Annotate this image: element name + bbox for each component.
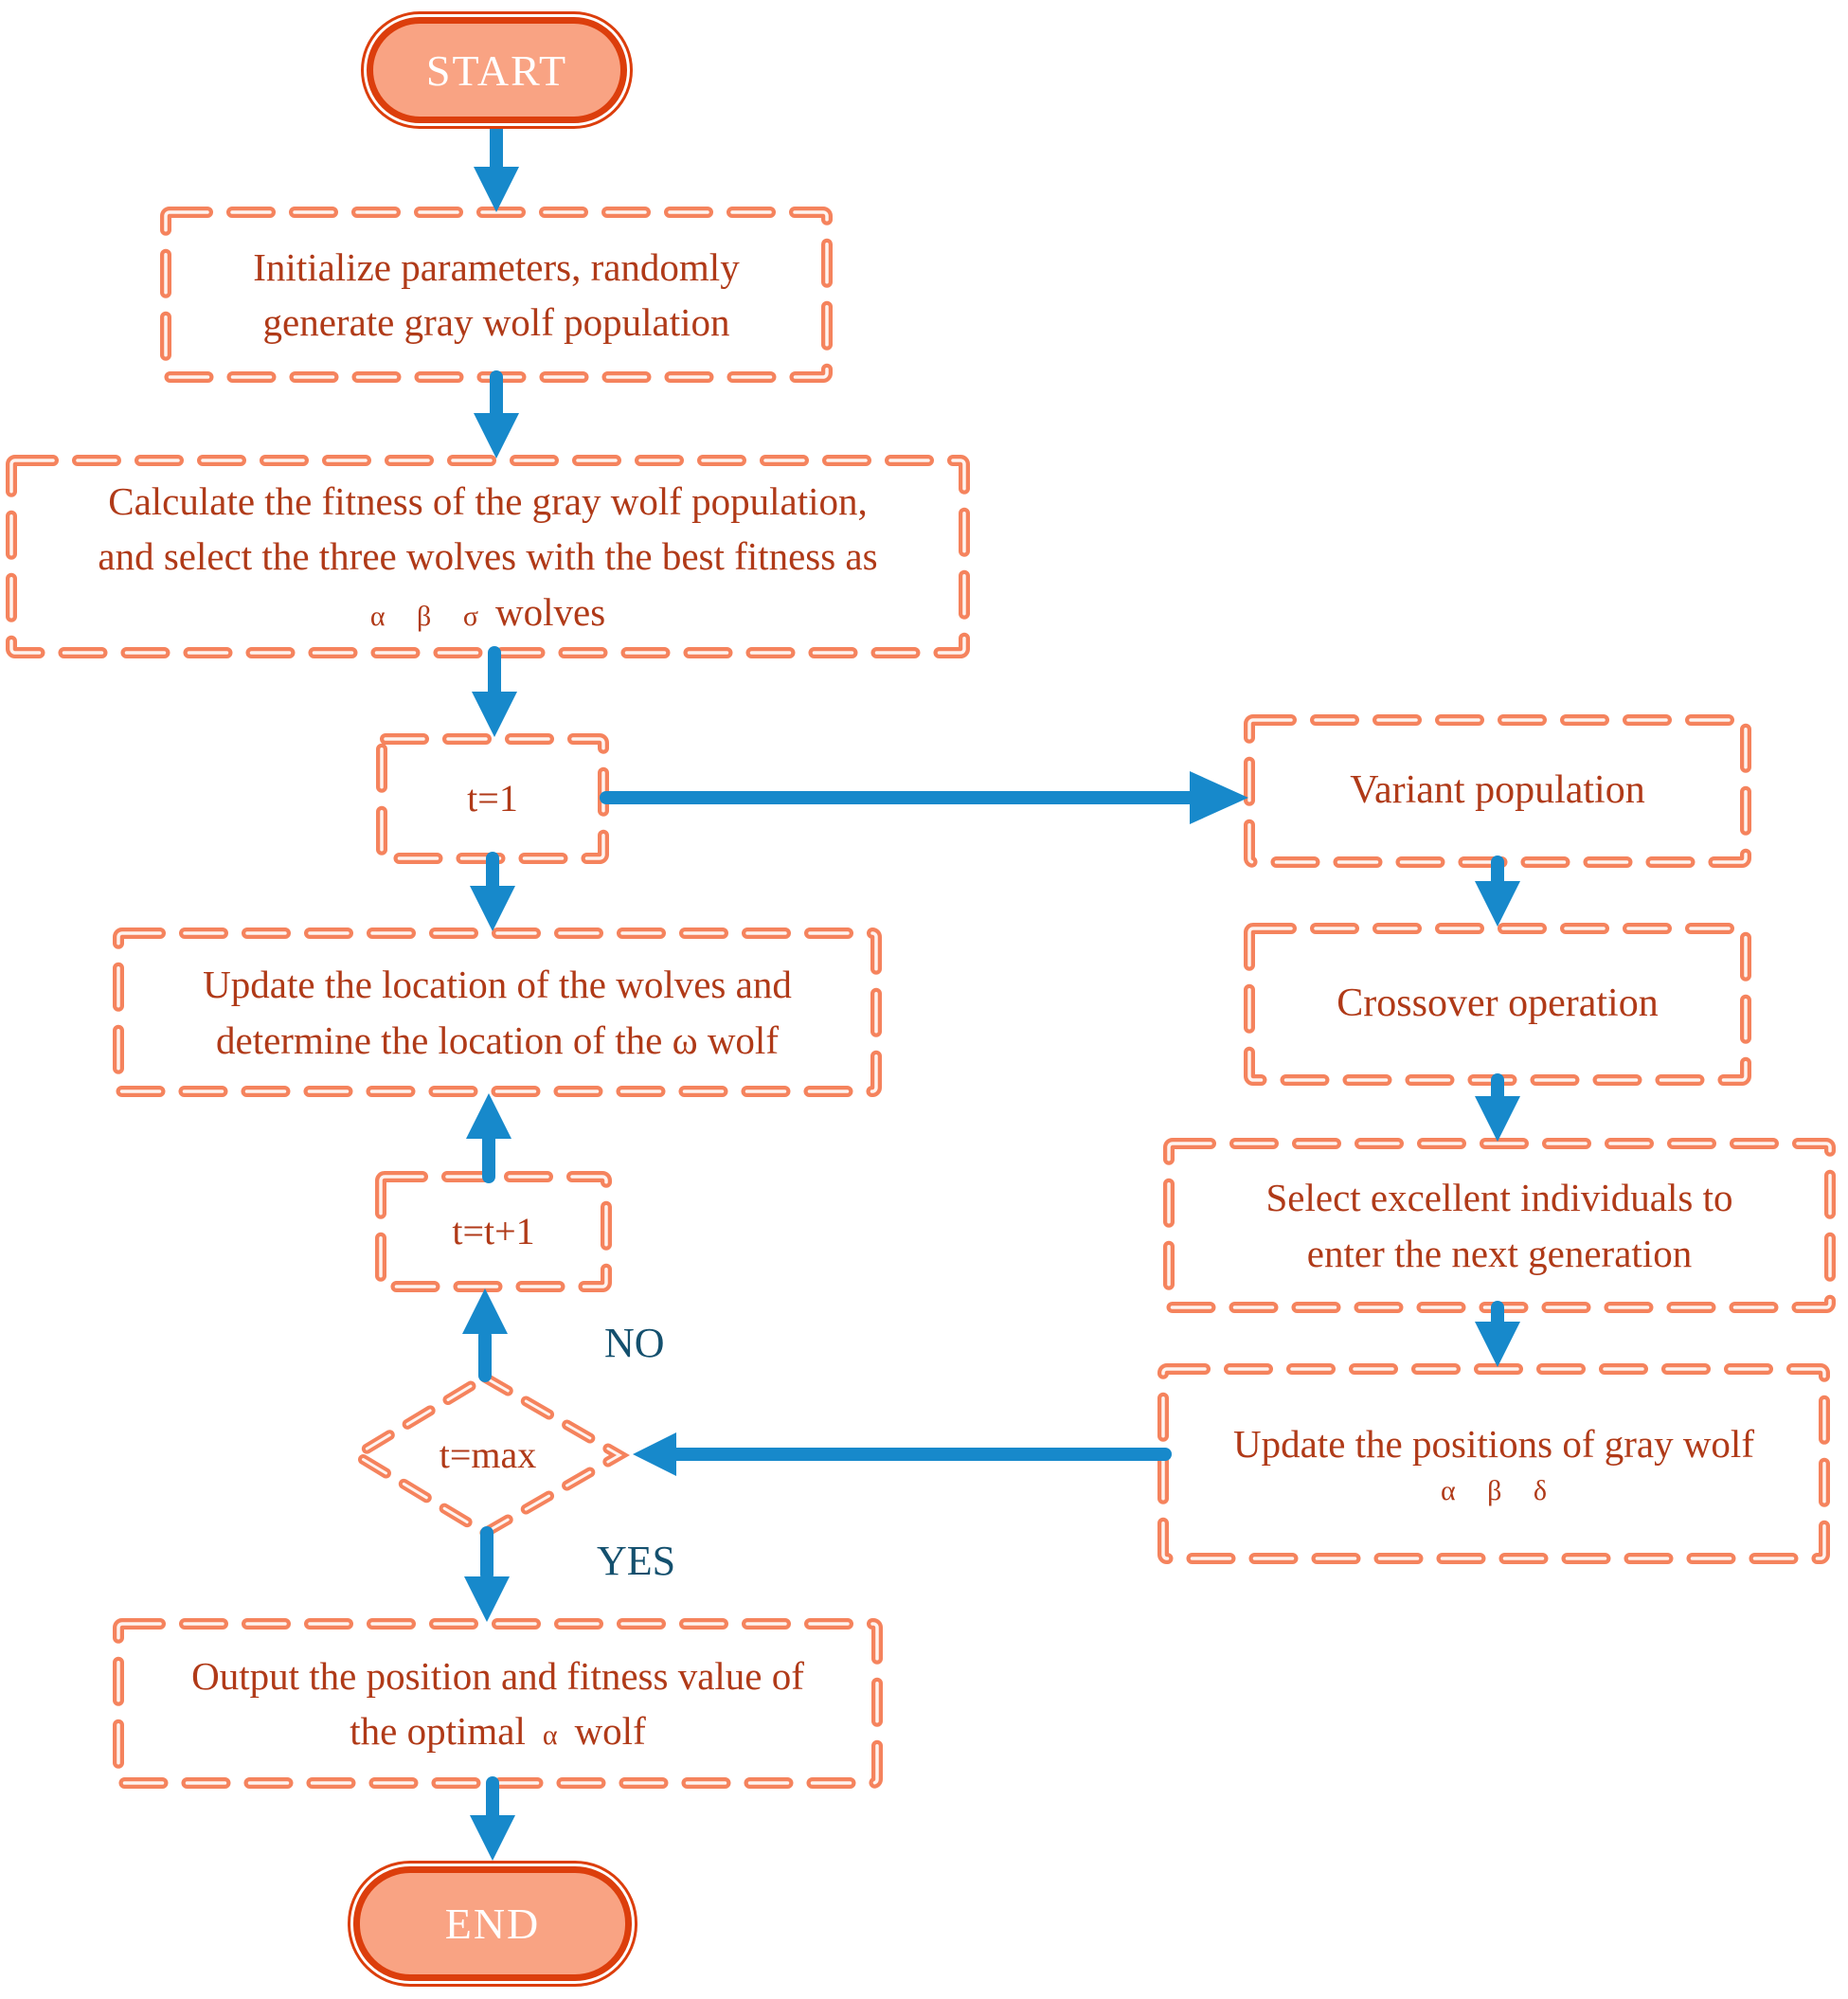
start-label: START xyxy=(425,45,568,95)
output-line1: Output the position and fitness value of xyxy=(191,1653,804,1698)
t-increment-step: t=t+1 xyxy=(381,1177,606,1287)
no-label: NO xyxy=(604,1320,665,1366)
arrow-calculate-to-t-init xyxy=(472,646,517,737)
update-location-outline xyxy=(113,927,882,1097)
calculate-greek-wolves: α β σ xyxy=(369,600,478,632)
update-location-line1: Update the location of the wolves and xyxy=(203,963,792,1007)
variant-label: Variant population xyxy=(1350,768,1645,813)
calculate-outline xyxy=(6,455,970,658)
arrow-initialize-to-calculate xyxy=(474,370,519,459)
calculate-line1: Calculate the fitness of the gray wolf p… xyxy=(108,479,868,524)
arrow-variant-to-crossover xyxy=(1475,855,1520,927)
output-step: Output the position and fitness value of… xyxy=(118,1624,877,1783)
calculate-step: Calculate the fitness of the gray wolf p… xyxy=(11,460,964,653)
end-terminal: END xyxy=(353,1866,632,1981)
initialize-line1: Initialize parameters, randomly xyxy=(253,244,740,289)
arrow-crossover-to-select xyxy=(1475,1073,1520,1142)
initialize-step: Initialize parameters, randomly generate… xyxy=(166,212,827,377)
arrow-decision-to-t-increment xyxy=(462,1288,508,1382)
end-label: END xyxy=(444,1900,541,1948)
update-positions-step: Update the positions of gray wolf α β δ xyxy=(1163,1369,1824,1558)
calculate-line3: α β σ wolves xyxy=(370,585,605,639)
update-location-step: Update the location of the wolves and de… xyxy=(118,933,876,1091)
select-step: Select excellent individuals to enter th… xyxy=(1169,1144,1830,1307)
update-location-line2: determine the location of the ω wolf xyxy=(216,1018,779,1062)
output-line2-suffix: wolf xyxy=(574,1709,646,1753)
arrow-t-init-to-variant xyxy=(600,771,1248,824)
arrow-update-positions-to-decision xyxy=(633,1432,1172,1476)
output-greek-wolf: α xyxy=(542,1720,558,1751)
select-line2: enter the next generation xyxy=(1306,1231,1693,1275)
variant-step: Variant population xyxy=(1249,720,1746,862)
arrow-start-to-initialize xyxy=(474,117,519,212)
crossover-step: Crossover operation xyxy=(1249,928,1746,1080)
arrow-output-to-end xyxy=(470,1776,515,1861)
arrow-decision-to-output xyxy=(464,1526,510,1622)
yes-label: YES xyxy=(597,1538,676,1584)
start-terminal: START xyxy=(367,17,627,123)
calculate-line2: and select the three wolves with the bes… xyxy=(98,534,878,579)
arrow-t-init-to-update-location xyxy=(470,852,515,931)
update-positions-greek-wolves: α β δ xyxy=(1440,1474,1548,1506)
arrow-t-increment-to-update-location xyxy=(466,1093,511,1183)
initialize-line2: generate gray wolf population xyxy=(262,300,730,344)
output-line2: the optimal α wolf xyxy=(350,1703,645,1758)
output-line2-prefix: the optimal xyxy=(350,1709,526,1753)
update-positions-outline xyxy=(1157,1363,1830,1564)
t-increment-outline xyxy=(375,1171,612,1292)
decision-diamond: t=max xyxy=(356,1378,619,1533)
update-positions-line1: Update the positions of gray wolf xyxy=(1233,1421,1754,1466)
decision-label: t=max xyxy=(439,1432,537,1476)
t-init-step: t=1 xyxy=(382,739,603,858)
crossover-label: Crossover operation xyxy=(1337,981,1659,1026)
calculate-suffix: wolves xyxy=(495,589,606,634)
t-init-label: t=1 xyxy=(467,776,518,819)
t-increment-label: t=t+1 xyxy=(452,1209,535,1252)
select-line1: Select excellent individuals to xyxy=(1265,1176,1733,1220)
arrow-select-to-update-positions xyxy=(1475,1301,1520,1367)
